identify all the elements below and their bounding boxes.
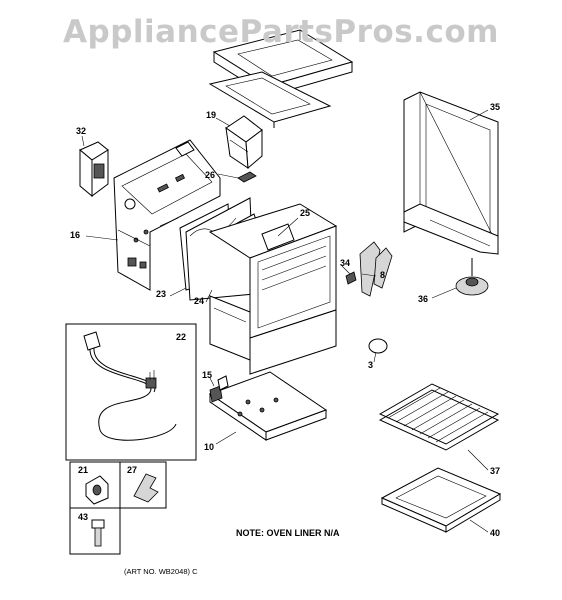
leader-lines (81, 109, 489, 533)
callout-32: 32 (76, 126, 86, 136)
callout-10: 10 (204, 442, 214, 452)
callout-35: 35 (490, 102, 500, 112)
vent-duct-19 (225, 115, 263, 170)
door-panel-35 (403, 91, 499, 255)
part-box-27 (119, 461, 167, 509)
part-box-21 (69, 461, 121, 509)
callout-40: 40 (490, 528, 500, 538)
part-box-43 (69, 507, 121, 555)
callout-25: 25 (300, 208, 310, 218)
clip-26 (237, 171, 257, 183)
callout-3: 3 (368, 360, 373, 370)
callout-16: 16 (70, 230, 80, 240)
callout-43: 43 (78, 512, 88, 522)
leveling-foot-36 (455, 258, 489, 296)
callout-26: 26 (205, 170, 215, 180)
callout-27: 27 (127, 465, 137, 475)
oven-body (208, 203, 338, 375)
callout-34: 34 (340, 258, 350, 268)
oven-rack-37 (378, 383, 500, 451)
note-text: NOTE: OVEN LINER N/A (236, 528, 340, 538)
callout-36: 36 (418, 294, 428, 304)
power-cord-box-22 (65, 323, 197, 461)
callouts: 35 19 32 26 25 16 34 8 23 36 24 22 3 15 … (70, 102, 500, 538)
control-box-32 (79, 141, 109, 198)
art-number: (ART NO. WB2048) C (124, 567, 198, 576)
callout-19: 19 (206, 110, 216, 120)
knob-3 (368, 338, 388, 354)
callout-22: 22 (176, 332, 186, 342)
base-pan-10 (208, 371, 328, 441)
broiler-pan-40 (380, 467, 502, 533)
callout-23: 23 (156, 289, 166, 299)
top-panel (208, 29, 354, 128)
callout-24: 24 (194, 296, 204, 306)
callout-37: 37 (490, 466, 500, 476)
hinge-34-8 (345, 241, 393, 297)
callout-15: 15 (202, 370, 212, 380)
callout-8: 8 (380, 270, 385, 280)
back-panel-16 (113, 139, 221, 291)
callout-21: 21 (78, 465, 88, 475)
